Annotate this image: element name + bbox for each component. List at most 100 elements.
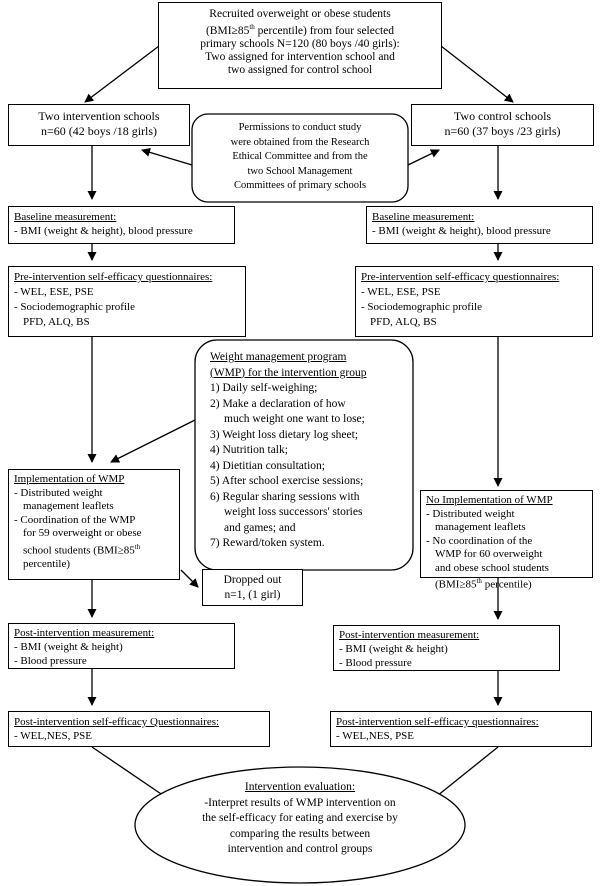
wmp-program-text: Weight management program (WMP) for the … [210,350,410,552]
control-schools-count: n=60 (37 boys /23 girls) [444,124,561,138]
permission-box-shape [191,113,409,203]
arrow-wmp-to-impl [110,419,196,463]
intervention-post-title: Post-intervention measurement: [14,627,155,639]
dropped-out-box: Dropped out n=1, (1 girl) [202,569,303,606]
recruitment-box: Recruited overweight or obese students (… [158,2,442,89]
intervention-impl-title: Implementation of WMP [14,473,125,485]
intervention-schools-title: Two intervention schools [38,109,160,123]
control-schools-box: Two control schools n=60 (37 boys /23 gi… [411,104,594,146]
evaluation-line-2: the self-efficacy for eating and exercis… [202,812,398,824]
wmp-item: 1) Daily self-weighing; [210,382,318,394]
intervention-pre-box: Pre-intervention self-efficacy questionn… [8,266,246,337]
intervention-post-box: Post-intervention measurement: - BMI (we… [8,623,235,669]
arrow-recruit-to-intervention [84,45,160,103]
intervention-baseline-box: Baseline measurement: - BMI (weight & he… [8,206,235,244]
control-pre-item-1: - WEL, ESE, PSE [361,286,441,298]
recruit-line-2b: percentile) from four selected [254,24,395,37]
evaluation-title: Intervention evaluation: [244,781,356,793]
intervention-impl-line: - Distributed weight [14,486,103,499]
arrow-impl-to-dropped [180,569,199,588]
intervention-pre-item-3: PFD, ALQ, BS [23,316,90,328]
control-postq-item: - WEL,NES, PSE [336,730,415,742]
intervention-impl-sup: th [134,542,141,551]
intervention-postq-title: Post-intervention self-efficacy Question… [14,716,220,728]
recruit-line-1: Recruited overweight or obese students [209,8,391,20]
recruit-line-3: primary schools N=120 (80 boys /40 girls… [200,37,400,50]
intervention-baseline-title: Baseline measurement: [14,211,117,223]
wmp-item: 5) After school exercise sessions; [210,475,364,487]
permission-line-2: were obtained from the Research [230,136,370,148]
recruit-line-4: Two assigned for intervention school and [205,50,395,63]
wmp-item: 4) Nutrition talk; [210,444,288,456]
permission-line-4: two School Management [247,165,353,177]
control-impl-title: No Implementation of WMP [426,494,553,506]
wmp-item: 3) Weight loss dietary log sheet; [210,428,359,441]
control-baseline-title: Baseline measurement: [372,211,475,223]
arrow-recruit-to-control [440,45,514,103]
control-impl-line: WMP for 60 overweight [435,548,543,560]
intervention-pre-title: Pre-intervention self-efficacy questionn… [14,271,213,283]
intervention-impl-line: - Coordination of the WMP [14,513,136,526]
wmp-item: 6) Regular sharing sessions with [210,490,360,503]
control-post-item: - Blood pressure [339,657,412,669]
intervention-baseline-item: - BMI (weight & height), blood pressure [14,225,193,237]
control-schools-title: Two control schools [453,109,552,123]
intervention-pre-item-2: - Sociodemographic profile [14,301,135,313]
evaluation-line-3: comparing the results between [229,827,371,840]
intervention-impl-line: for 59 overweight or obese [23,527,142,539]
control-impl-line: management leaflets [435,521,526,533]
intervention-pre-item-1: - WEL, ESE, PSE [14,286,94,298]
control-impl-line: - Distributed weight [426,507,515,520]
intervention-postq-box: Post-intervention self-efficacy Question… [8,711,270,747]
arrow-int-postq-to-eval [91,746,171,801]
intervention-post-item: - Blood pressure [14,655,87,667]
wmp-box-shape [194,339,414,571]
control-pre-item-2: - Sociodemographic profile [361,301,482,313]
control-baseline-item: - BMI (weight & height), blood pressure [372,225,551,237]
dropped-out-count: n=1, (1 girl) [224,589,281,601]
wmp-title-2: (WMP) for the intervention group [210,366,367,379]
recruit-line-2a: (BMI≥85 [205,24,250,37]
control-pre-box: Pre-intervention self-efficacy questionn… [355,266,593,337]
wmp-item: much weight one want to lose; [224,413,365,425]
control-baseline-box: Baseline measurement: - BMI (weight & he… [366,206,593,244]
wmp-item: weight loss successors' stories [224,506,363,518]
recruit-sup: th [249,23,255,31]
wmp-item: 2) Make a declaration of how [210,397,346,410]
control-impl-line: - No coordination of the [426,534,533,547]
control-impl-sup: th [476,577,482,585]
arrow-permission-to-intervention [141,147,193,166]
control-impl-line: (BMI≥85 [435,578,477,591]
dropped-out-title: Dropped out [223,574,282,586]
evaluation-line-1: -Interpret results of WMP intervention o… [204,796,396,809]
evaluation-ellipse-shape [134,766,466,884]
permission-line-3: Ethical Committee and from the [232,151,368,162]
wmp-item: and games; and [224,521,296,534]
wmp-item: 4) Dietitian consultation; [210,459,325,472]
intervention-post-item: - BMI (weight & height) [14,641,123,653]
control-postq-title: Post-intervention self-efficacy question… [336,716,539,728]
control-post-item: - BMI (weight & height) [339,643,448,655]
control-implementation-box: No Implementation of WMP - Distributed w… [420,490,593,591]
intervention-impl-line: school students (BMI≥85 [23,544,135,557]
intervention-impl-line: management leaflets [23,500,114,512]
control-pre-title: Pre-intervention self-efficacy questionn… [361,271,560,283]
intervention-postq-item: - WEL,NES, PSE [14,730,93,742]
permission-text: Permissions to conduct study were obtain… [192,121,408,194]
permission-line-5: Committees of primary schools [233,180,367,191]
evaluation-text: Intervention evaluation: -Interpret resu… [150,780,450,858]
control-postq-box: Post-intervention self-efficacy question… [330,711,592,747]
intervention-implementation-box: Implementation of WMP - Distributed weig… [8,469,180,580]
control-post-title: Post-intervention measurement: [339,629,480,641]
recruit-line-5: two assigned for control school [227,63,373,76]
intervention-impl-line: percentile) [23,557,71,570]
control-post-box: Post-intervention measurement: - BMI (we… [333,625,560,671]
intervention-schools-count: n=60 (42 boys /18 girls) [40,124,158,138]
wmp-item: 7) Reward/token system. [210,537,325,549]
control-impl-line: percentile) [481,578,532,591]
intervention-schools-box: Two intervention schools n=60 (42 boys /… [8,104,190,146]
arrow-ctl-postq-to-eval [431,746,499,801]
permission-line-1: Permissions to conduct study [238,122,362,133]
arrow-permission-to-control [407,149,440,166]
